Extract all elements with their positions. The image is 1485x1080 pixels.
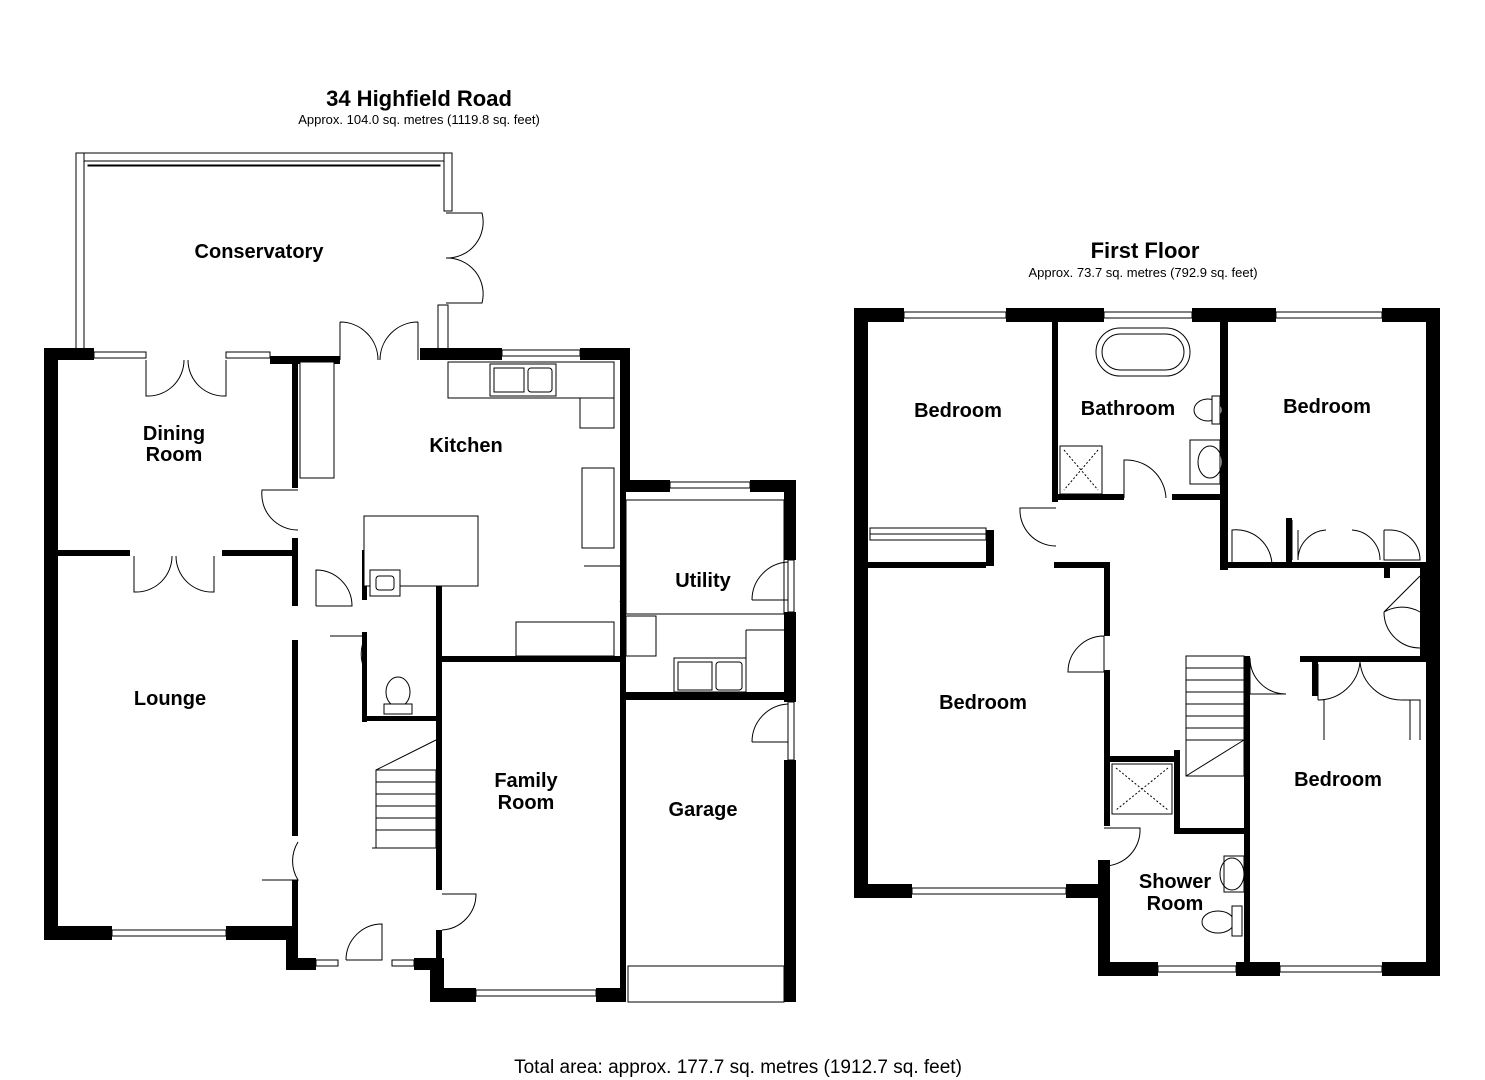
room-family-line2: Room	[498, 792, 555, 814]
first-floor-walls	[854, 308, 1440, 976]
ground-floor-fixtures	[299, 361, 785, 1003]
room-shower-line1: Shower	[1139, 871, 1211, 893]
room-dining-line2: Room	[146, 444, 203, 466]
first-floor-plan	[854, 308, 1440, 976]
room-utility: Utility	[675, 570, 731, 592]
room-garage: Garage	[669, 799, 738, 821]
ground-floor-windows	[93, 349, 795, 997]
ground-floor-area: Approx. 104.0 sq. metres (1119.8 sq. fee…	[298, 112, 540, 127]
room-family-line1: Family	[494, 770, 558, 792]
room-dining-line1: Dining	[143, 423, 205, 445]
room-bedroom-se: Bedroom	[1294, 769, 1382, 791]
conservatory-doors	[445, 212, 484, 304]
room-conservatory: Conservatory	[195, 241, 325, 263]
room-kitchen: Kitchen	[429, 435, 502, 457]
first-floor-windows	[903, 311, 1383, 973]
ground-floor-walls	[44, 348, 796, 1002]
room-bedroom-nw: Bedroom	[914, 400, 1002, 422]
ground-floor-doors	[133, 321, 789, 961]
room-bathroom: Bathroom	[1081, 398, 1175, 420]
ground-floor-title: 34 Highfield Road	[326, 86, 512, 111]
ground-floor-plan	[44, 152, 796, 1003]
first-floor-area: Approx. 73.7 sq. metres (792.9 sq. feet)	[1028, 265, 1257, 280]
room-bedroom-ne: Bedroom	[1283, 396, 1371, 418]
first-floor-fixtures	[869, 327, 1245, 937]
room-shower-line2: Room	[1147, 893, 1204, 915]
total-area: Total area: approx. 177.7 sq. metres (19…	[514, 1057, 962, 1078]
room-lounge: Lounge	[134, 688, 206, 710]
first-floor-doors	[1019, 459, 1421, 867]
room-bedroom-w: Bedroom	[939, 692, 1027, 714]
first-floor-title: First Floor	[1091, 238, 1200, 263]
